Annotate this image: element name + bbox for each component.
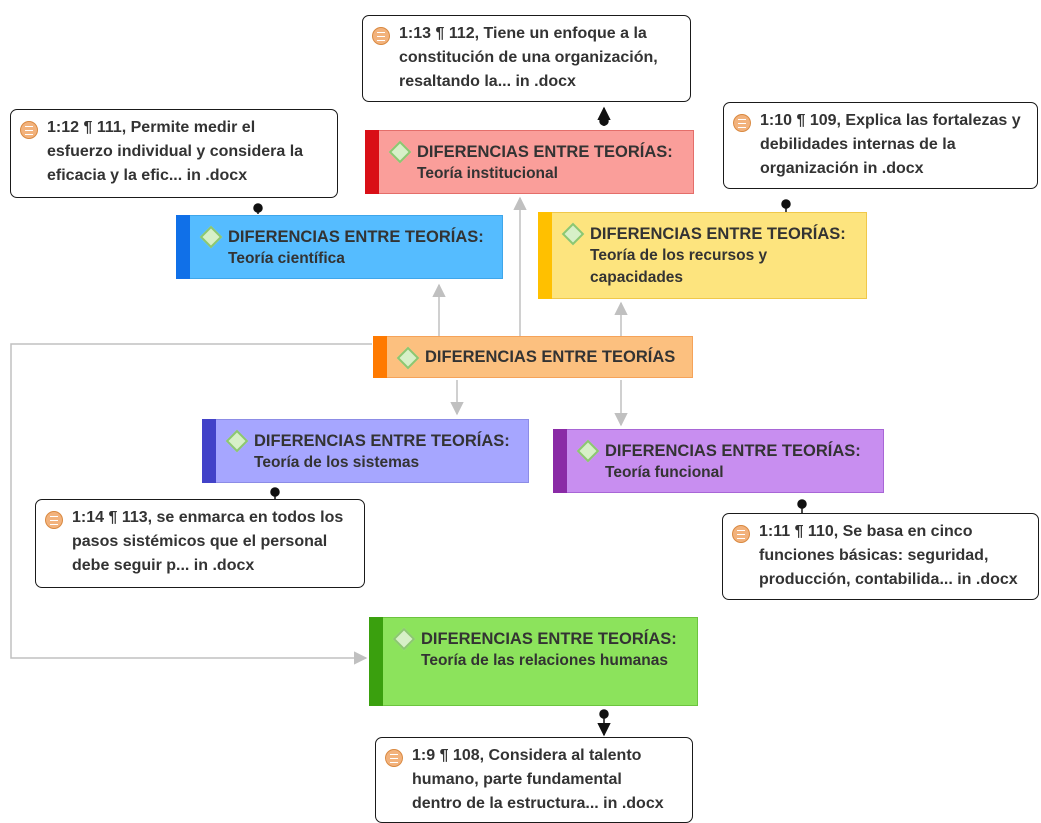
code-label-line: DIFERENCIAS ENTRE TEORÍAS: <box>228 228 484 246</box>
link-dot-recursos <box>781 199 791 209</box>
link-dot-institucional <box>599 116 609 126</box>
quote-line: organización in .docx <box>760 160 924 177</box>
code-label-line: Teoría de los recursos y <box>590 247 768 264</box>
code-label-line: DIFERENCIAS ENTRE TEORÍAS: <box>605 442 861 460</box>
quotation-icon <box>372 27 390 45</box>
quote-text: 1:12 ¶ 111, Permite medir el esfuerzo in… <box>47 116 329 188</box>
quote-line: constitución de una organización, <box>399 49 658 66</box>
code-node-recursos[interactable]: DIFERENCIAS ENTRE TEORÍAS: Teoría de los… <box>538 212 867 299</box>
code-node-cientifica[interactable]: DIFERENCIAS ENTRE TEORÍAS: Teoría cientí… <box>176 215 503 279</box>
quote-line: 1:11 ¶ 110, Se basa en cinco <box>759 523 973 540</box>
code-label: DIFERENCIAS ENTRE TEORÍAS: Teoría funcio… <box>605 440 875 484</box>
code-diamond-icon <box>199 225 223 249</box>
code-color-stripe <box>176 215 190 279</box>
code-color-stripe <box>373 336 387 378</box>
code-label-line: Teoría institucional <box>417 165 558 182</box>
quote-line: debe seguir p... in .docx <box>72 557 255 574</box>
code-node-sistemas[interactable]: DIFERENCIAS ENTRE TEORÍAS: Teoría de los… <box>202 419 529 483</box>
code-diamond-icon <box>576 439 600 463</box>
code-node-funcional[interactable]: DIFERENCIAS ENTRE TEORÍAS: Teoría funcio… <box>553 429 884 493</box>
link-dot-sistemas <box>270 487 280 497</box>
link-dot-cientifica <box>253 203 263 213</box>
code-label: DIFERENCIAS ENTRE TEORÍAS: Teoría de las… <box>421 628 689 672</box>
code-label-line: DIFERENCIAS ENTRE TEORÍAS <box>425 348 676 366</box>
quote-text: 1:13 ¶ 112, Tiene un enfoque a la consti… <box>399 22 682 94</box>
code-color-stripe <box>553 429 567 493</box>
code-color-stripe <box>202 419 216 483</box>
code-diamond-icon <box>225 429 249 453</box>
code-label-line: DIFERENCIAS ENTRE TEORÍAS: <box>590 225 846 243</box>
quote-line: esfuerzo individual y considera la <box>47 143 304 160</box>
code-node-institucional[interactable]: DIFERENCIAS ENTRE TEORÍAS: Teoría instit… <box>365 130 694 194</box>
quote-text: 1:14 ¶ 113, se enmarca en todos los paso… <box>72 506 356 578</box>
link-dot-funcional <box>797 499 807 509</box>
quote-line: 1:12 ¶ 111, Permite medir el <box>47 119 256 136</box>
quotation-icon <box>45 511 63 529</box>
link-main-to-humanas <box>10 343 372 665</box>
quote-line: 1:10 ¶ 109, Explica las fortalezas y <box>760 112 1021 129</box>
code-label-line: Teoría de las relaciones humanas <box>421 652 668 669</box>
quote-1-11[interactable]: 1:11 ¶ 110, Se basa en cinco funciones b… <box>722 513 1039 600</box>
quote-line: humano, parte fundamental <box>412 771 622 788</box>
code-label: DIFERENCIAS ENTRE TEORÍAS: Teoría instit… <box>417 141 685 185</box>
code-label-line: Teoría funcional <box>605 464 724 481</box>
code-diamond-icon <box>388 140 412 164</box>
code-diamond-icon <box>392 627 416 651</box>
quote-line: pasos sistémicos que el personal <box>72 533 328 550</box>
code-label: DIFERENCIAS ENTRE TEORÍAS: Teoría de los… <box>254 430 520 474</box>
quotation-icon <box>385 749 403 767</box>
quotation-icon <box>733 114 751 132</box>
quote-line: 1:13 ¶ 112, Tiene un enfoque a la <box>399 25 647 42</box>
code-label-line: DIFERENCIAS ENTRE TEORÍAS: <box>417 143 673 161</box>
quote-text: 1:10 ¶ 109, Explica las fortalezas y deb… <box>760 109 1029 181</box>
code-label: DIFERENCIAS ENTRE TEORÍAS: Teoría cientí… <box>228 226 494 270</box>
quote-1-14[interactable]: 1:14 ¶ 113, se enmarca en todos los paso… <box>35 499 365 588</box>
code-color-stripe <box>369 617 383 706</box>
code-label-line: DIFERENCIAS ENTRE TEORÍAS: <box>421 630 677 648</box>
quote-1-9[interactable]: 1:9 ¶ 108, Considera al talento humano, … <box>375 737 693 823</box>
quote-line: funciones básicas: seguridad, <box>759 547 989 564</box>
code-diamond-icon <box>396 346 420 370</box>
code-diamond-icon <box>561 222 585 246</box>
code-node-central[interactable]: DIFERENCIAS ENTRE TEORÍAS <box>373 336 693 378</box>
quote-line: 1:14 ¶ 113, se enmarca en todos los <box>72 509 344 526</box>
quote-line: debilidades internas de la <box>760 136 956 153</box>
quote-line: 1:9 ¶ 108, Considera al talento <box>412 747 642 764</box>
quote-1-12[interactable]: 1:12 ¶ 111, Permite medir el esfuerzo in… <box>10 109 338 198</box>
code-node-humanas[interactable]: DIFERENCIAS ENTRE TEORÍAS: Teoría de las… <box>369 617 698 706</box>
code-color-stripe <box>538 212 552 299</box>
quote-line: producción, contabilida... in .docx <box>759 571 1018 588</box>
quotation-icon <box>20 121 38 139</box>
code-label: DIFERENCIAS ENTRE TEORÍAS <box>425 346 684 368</box>
link-dot-humanas <box>599 709 609 719</box>
code-label-line: capacidades <box>590 269 684 286</box>
quote-line: resaltando la... in .docx <box>399 73 576 90</box>
quote-1-13[interactable]: 1:13 ¶ 112, Tiene un enfoque a la consti… <box>362 15 691 102</box>
code-color-stripe <box>365 130 379 194</box>
code-label: DIFERENCIAS ENTRE TEORÍAS: Teoría de los… <box>590 223 858 289</box>
code-label-line: Teoría de los sistemas <box>254 454 420 471</box>
quote-1-10[interactable]: 1:10 ¶ 109, Explica las fortalezas y deb… <box>723 102 1038 189</box>
quote-line: eficacia y la efic... in .docx <box>47 167 248 184</box>
code-label-line: DIFERENCIAS ENTRE TEORÍAS: <box>254 432 510 450</box>
quote-line: dentro de la estructura... in .docx <box>412 795 664 812</box>
quote-text: 1:9 ¶ 108, Considera al talento humano, … <box>412 744 684 816</box>
quote-text: 1:11 ¶ 110, Se basa en cinco funciones b… <box>759 520 1030 592</box>
quotation-icon <box>732 525 750 543</box>
code-label-line: Teoría científica <box>228 250 345 267</box>
